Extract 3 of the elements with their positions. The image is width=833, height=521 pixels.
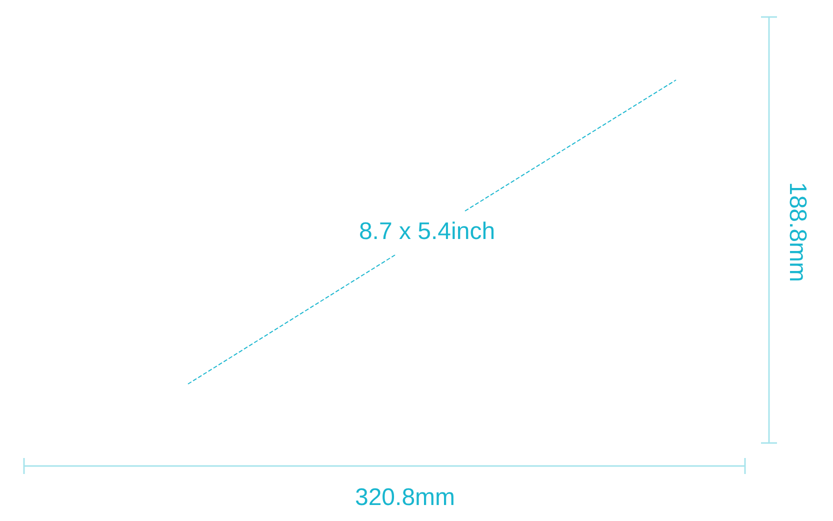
dimension-label: 320.8mm [354,486,456,510]
dimension-label: 8.7 x 5.4inch [358,220,496,244]
dimension-label: 188.8mm [785,182,809,282]
